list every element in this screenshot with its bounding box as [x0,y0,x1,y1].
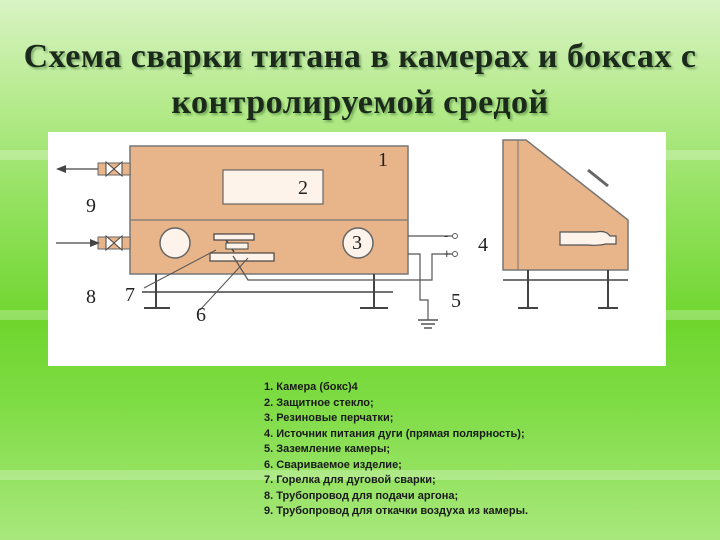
label-6: 6 [196,304,206,326]
side-body [502,139,629,271]
label-4: 4 [478,234,488,256]
legend-item: 6. Свариваемое изделие; [264,458,402,471]
label-7: 7 [125,284,135,306]
diagram-panel: 1 2 3 4 5 6 7 8 9 - + [48,132,666,366]
glove-port-right [342,227,374,259]
legend-item: 2. Защитное стекло; [264,396,374,409]
minus-sign: - [444,228,448,243]
label-5: 5 [451,290,461,312]
legend-item: 3. Резиновые перчатки; [264,412,394,424]
legend-item: 5. Заземление камеры; [264,443,391,455]
slide-title: Схема сварки титана в камерах и боксах с… [0,34,720,126]
plus-sign: + [443,246,451,261]
glove-hand [559,230,617,246]
glove-port-left [159,227,191,259]
legend-item: 8. Трубопровод для подачи аргона; [264,489,459,502]
label-3: 3 [352,232,362,254]
legend-item: 9. Трубопровод для откачки воздуха из ка… [264,505,529,517]
label-1: 1 [378,149,388,171]
title-line-1: Схема сварки титана в камерах и боксах с [23,38,697,75]
chamber-front-view [129,145,409,309]
chamber-side-view [502,139,629,309]
argon-pipe [56,234,131,252]
background-streak [0,470,720,480]
power-wiring [232,233,458,329]
legend-item: 7. Горелка для дуговой сварки; [264,474,436,486]
welding-torch [213,233,255,241]
title-line-2: контролируемой средой [171,84,549,121]
torch-holder [225,242,249,250]
vacuum-pipe [56,160,131,178]
protective-glass [222,169,324,205]
label-9: 9 [86,195,96,217]
legend-item: 1. Камера (бокс)4 [264,381,358,393]
label-8: 8 [86,286,96,308]
leader-lines [143,249,249,311]
workpiece [209,252,275,262]
welding-chamber-diagram: 1 2 3 4 5 6 7 8 9 - + [56,139,629,329]
legend: 1. Камера (бокс)4 2. Защитное стекло; 3.… [264,380,704,520]
label-2: 2 [298,177,308,199]
legend-item: 4. Источник питания дуги (прямая полярно… [264,427,525,440]
